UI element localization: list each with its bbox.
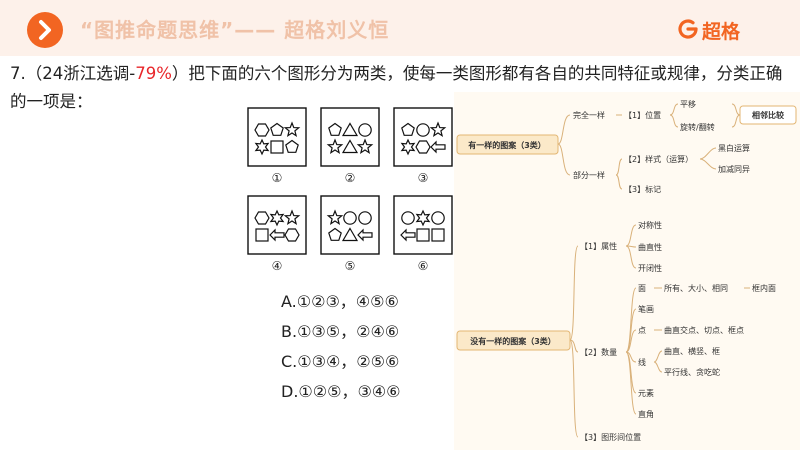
mindmap-add-sub: 加减同异 (718, 164, 750, 174)
option-b[interactable]: B.①③⑤，②④⑥ (281, 317, 400, 347)
mindmap-point-detail: 曲直交点、切点、框点 (664, 325, 744, 335)
mindmap-full-same: 完全一样 (573, 110, 605, 120)
mindmap-rotate-flip: 旋转/翻转 (680, 122, 715, 132)
mindmap-symmetry: 对称性 (638, 220, 662, 230)
mindmap-diagram: 有一样的图案（3类） 没有一样的图案（3类） 完全一样 【1】位置 平移 旋转/… (456, 99, 797, 442)
mindmap-curve-straight: 曲直性 (638, 242, 662, 252)
mindmap-attribute: 【1】属性 (580, 241, 617, 251)
mindmap-relative-pos: 【3】图形间位置 (580, 432, 641, 442)
brand-logo-text: 超格 (702, 21, 741, 43)
mindmap-panel: 有一样的图案（3类） 没有一样的图案（3类） 完全一样 【1】位置 平移 旋转/… (454, 92, 800, 450)
header-banner: “图推命题思维”—— 超格刘义恒 超格 (0, 0, 800, 56)
mindmap-position: 【1】位置 (624, 110, 661, 120)
mindmap-right-angle: 直角 (638, 409, 654, 419)
mindmap-open-closed: 开闭性 (638, 263, 662, 273)
question-body: ）把下面的六个图形分为两类，使每一类图形都有各自的共同特征或规律，分类正确的一项… (10, 64, 783, 111)
chaoge-logo-icon (678, 19, 698, 39)
mindmap-bw-op: 黑白运算 (718, 143, 750, 153)
mindmap-root-none: 没有一样的图案（3类） (470, 336, 556, 346)
mindmap-stroke: 笔画 (638, 304, 654, 314)
puzzle-panel-1 (247, 107, 307, 167)
mindmap-translate: 平移 (680, 99, 696, 109)
puzzle-grid: ① ② ③ ④ ⑤ ⑥ (247, 107, 453, 273)
mindmap-line-detail-1: 曲直、横竖、框 (664, 346, 720, 356)
puzzle-label-1: ① (272, 171, 283, 185)
mindmap-in-frame: 框内面 (752, 283, 776, 293)
mindmap-element: 元素 (638, 388, 654, 398)
mindmap-line-detail-2: 平行线、贪吃蛇 (664, 367, 720, 377)
puzzle-panel-5 (320, 195, 380, 255)
puzzle-label-5: ⑤ (345, 259, 356, 273)
option-letter: A. (281, 292, 297, 311)
puzzle-label-3: ③ (418, 171, 429, 185)
puzzle-figure: ① ② ③ ④ ⑤ ⑥ (246, 102, 454, 274)
mindmap-face: 面 (638, 284, 646, 293)
option-d[interactable]: D.①②⑤，③④⑥ (281, 377, 400, 407)
option-text: ①②⑤，③④⑥ (298, 382, 401, 401)
question-text: 7.（24浙江选调-79%）把下面的六个图形分为两类，使每一类图形都有各自的共同… (10, 60, 790, 116)
mindmap-root-same: 有一样的图案（3类） (468, 140, 546, 150)
chevron-right-icon (27, 12, 63, 48)
puzzle-panel-3 (393, 107, 453, 167)
mindmap-face-detail: 所有、大小、相同 (664, 283, 728, 293)
question-prefix: 7.（24浙江选调- (10, 64, 136, 83)
puzzle-label-4: ④ (272, 259, 283, 273)
mindmap-style-op: 【2】样式（运算） (624, 154, 693, 164)
puzzle-label-2: ② (345, 171, 356, 185)
puzzle-panel-2 (320, 107, 380, 167)
puzzle-label-6: ⑥ (418, 259, 429, 273)
answer-options: A.①②③，④⑤⑥ B.①③⑤，②④⑥ C.①③④，②⑤⑥ D.①②⑤，③④⑥ (281, 287, 400, 407)
question-accuracy: 79% (135, 64, 172, 83)
option-a[interactable]: A.①②③，④⑤⑥ (281, 287, 400, 317)
mindmap-mark: 【3】标记 (624, 184, 661, 194)
mindmap-quantity: 【2】数量 (580, 347, 617, 357)
option-letter: B. (281, 322, 298, 341)
option-text: ①③⑤，②④⑥ (297, 322, 400, 341)
option-letter: D. (281, 382, 299, 401)
option-c[interactable]: C.①③④，②⑤⑥ (281, 347, 400, 377)
mindmap-compare-adjacent: 相邻比较 (752, 110, 784, 120)
mindmap-point: 点 (638, 326, 646, 335)
option-text: ①②③，④⑤⑥ (296, 292, 399, 311)
mindmap-line: 线 (638, 357, 646, 367)
option-text: ①③④，②⑤⑥ (297, 352, 400, 371)
header-title: “图推命题思维”—— 超格刘义恒 (80, 18, 390, 42)
mindmap-partial-same: 部分一样 (573, 170, 605, 180)
option-letter: C. (281, 352, 298, 371)
